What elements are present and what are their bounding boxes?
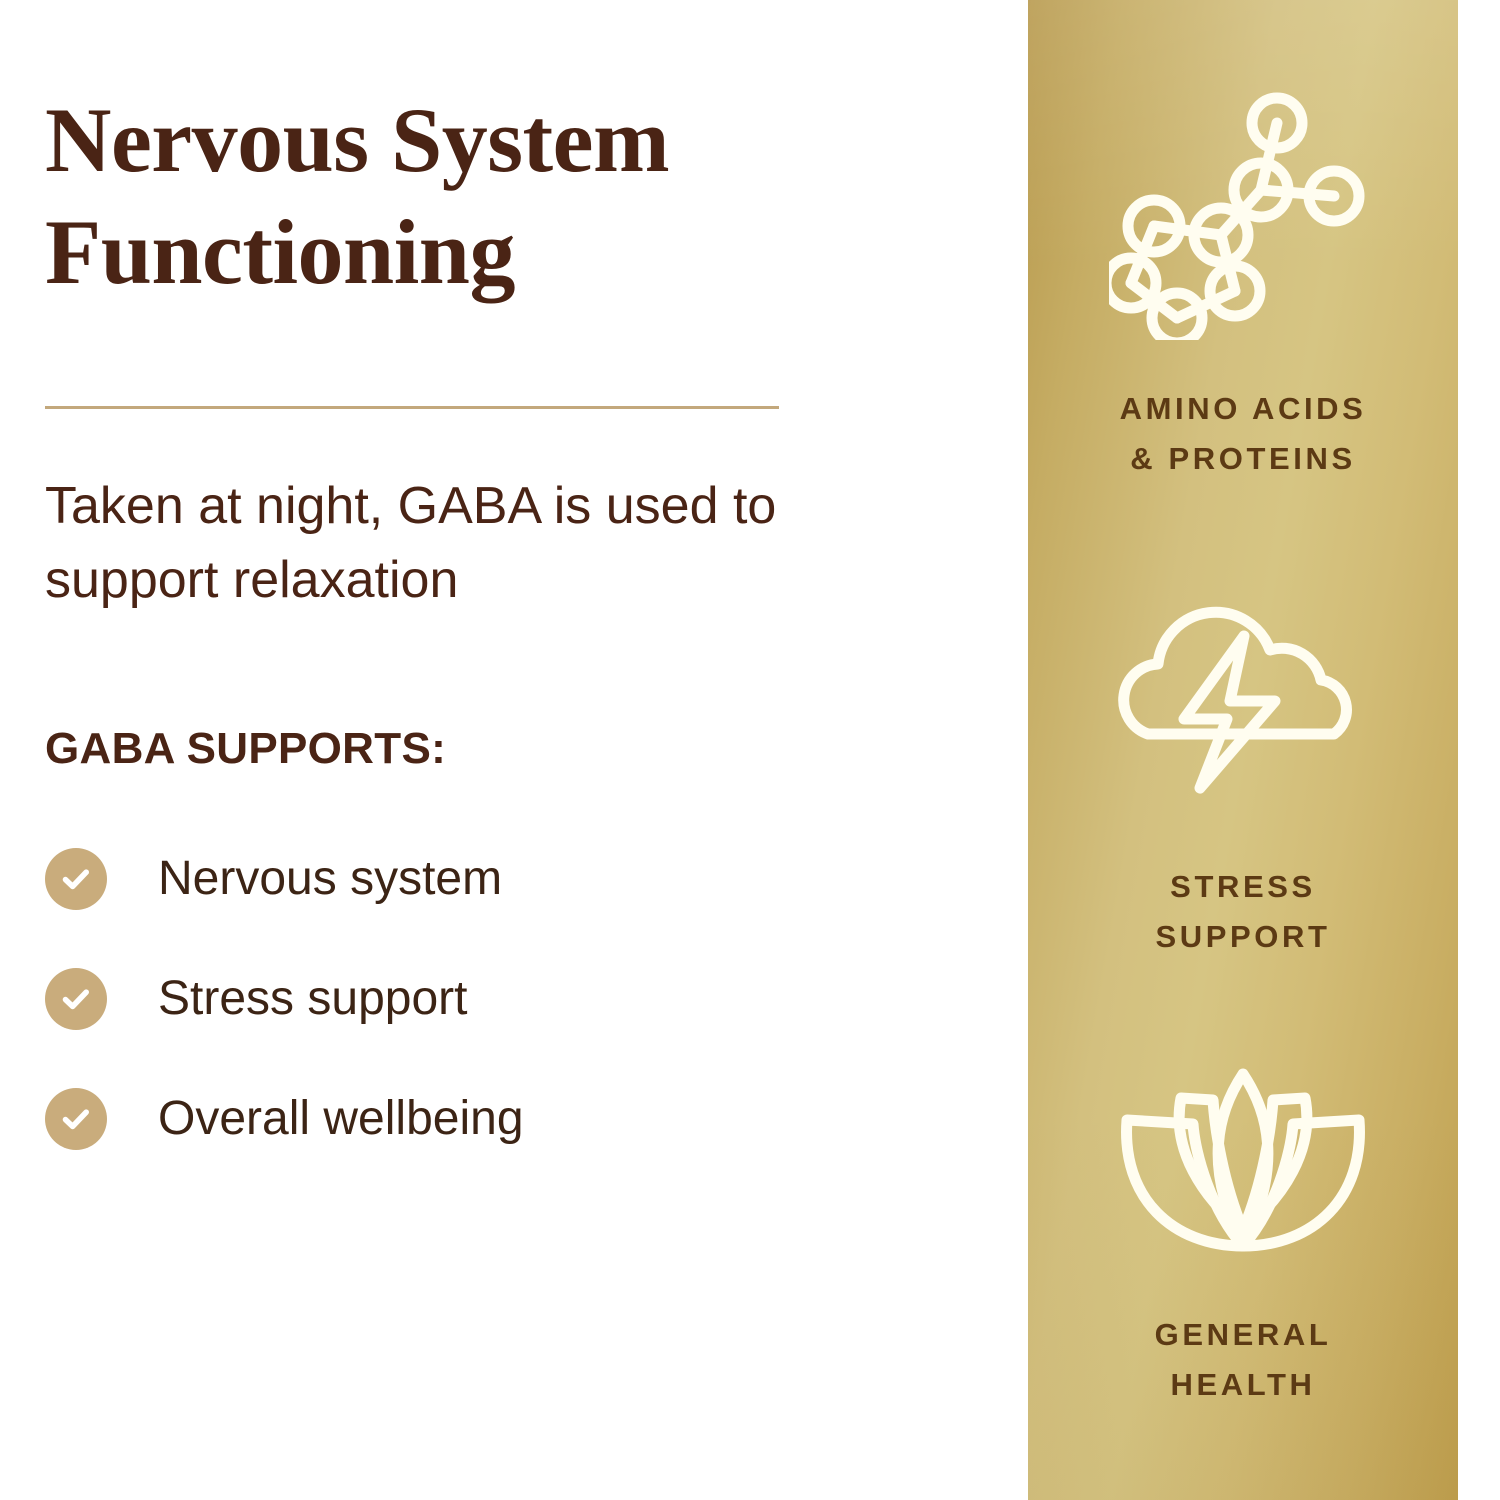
benefit-block-amino-acids: AMINO ACIDS & PROTEINS bbox=[1028, 78, 1458, 483]
cloud-lightning-icon bbox=[1118, 606, 1352, 794]
benefit-block-general-health: GENERAL HEALTH bbox=[1028, 1058, 1458, 1409]
caption-line-1: GENERAL bbox=[1154, 1317, 1332, 1352]
caption-line-2: HEALTH bbox=[1170, 1366, 1316, 1402]
intro-paragraph: Taken at night, GABA is used to support … bbox=[45, 477, 777, 609]
check-circle-icon bbox=[45, 848, 107, 910]
lotus-flower-icon bbox=[1121, 1068, 1365, 1252]
caption-line-1: STRESS bbox=[1170, 869, 1316, 904]
title-divider-rule bbox=[45, 406, 779, 409]
benefits-gold-panel: AMINO ACIDS & PROTEINS STRESS SUPPORT bbox=[1028, 0, 1458, 1500]
list-item: Stress support bbox=[45, 968, 925, 1030]
left-content-pane: Nervous System Functioning Taken at nigh… bbox=[45, 89, 925, 1208]
benefit-block-stress-support: STRESS SUPPORT bbox=[1028, 588, 1458, 961]
benefits-list: Nervous system Stress support Overall we… bbox=[45, 848, 925, 1208]
caption-line-2: & PROTEINS bbox=[1130, 440, 1356, 476]
list-item-label: Stress support bbox=[158, 972, 468, 1025]
check-circle-icon bbox=[45, 968, 107, 1030]
benefit-caption-amino-acids: AMINO ACIDS & PROTEINS bbox=[1120, 384, 1367, 483]
list-item: Overall wellbeing bbox=[45, 1088, 925, 1150]
caption-line-1: AMINO ACIDS bbox=[1119, 391, 1367, 426]
caption-line-2: SUPPORT bbox=[1155, 918, 1331, 954]
check-circle-icon bbox=[45, 1088, 107, 1150]
molecule-icon bbox=[1109, 92, 1365, 340]
list-item-label: Nervous system bbox=[158, 852, 503, 905]
list-item: Nervous system bbox=[45, 848, 925, 910]
list-item-label: Overall wellbeing bbox=[158, 1092, 524, 1145]
benefit-caption-general-health: GENERAL HEALTH bbox=[1155, 1310, 1332, 1409]
supports-heading: GABA SUPPORTS: bbox=[45, 724, 447, 773]
page-title: Nervous System Functioning bbox=[45, 89, 670, 304]
benefit-caption-stress-support: STRESS SUPPORT bbox=[1155, 862, 1330, 961]
